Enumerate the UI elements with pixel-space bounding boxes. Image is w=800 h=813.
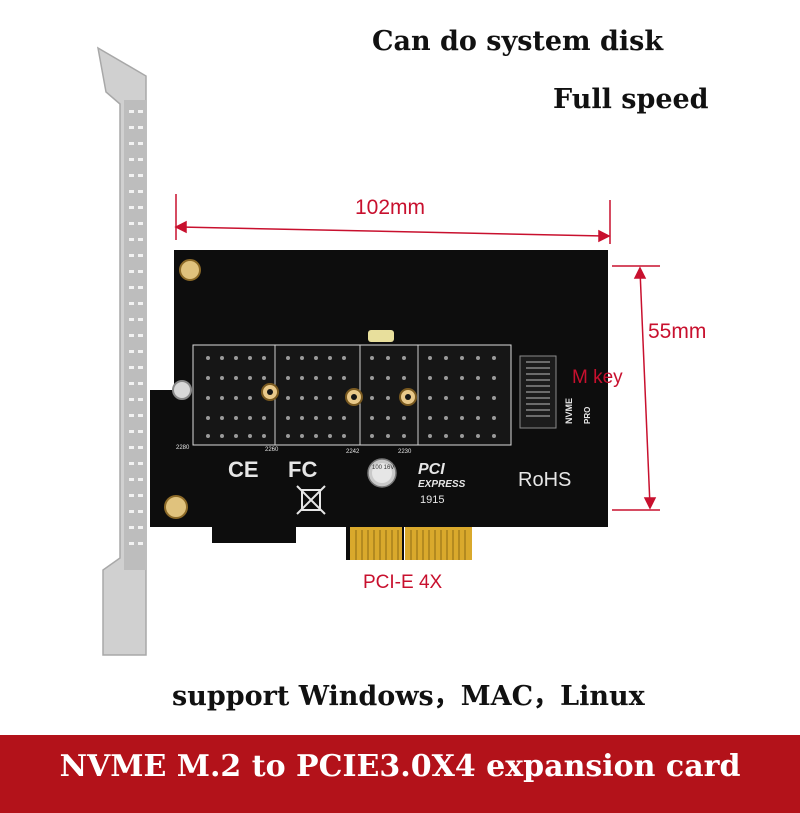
size-2230-label: 2230 — [398, 449, 412, 455]
m-key-label: M key — [572, 367, 623, 388]
m2-standoff-holes — [261, 383, 417, 406]
date-code: 1915 — [420, 494, 444, 506]
pcb-board — [150, 250, 608, 560]
fc-mark: FC — [288, 457, 317, 482]
width-dimension-label: 102mm — [355, 196, 426, 219]
os-support-line: support Windows，MAC，Linux — [172, 681, 645, 712]
via-dots — [206, 356, 496, 438]
led-indicator — [368, 330, 394, 342]
nvme-logo-text: NVME — [564, 398, 574, 424]
width-dimension-line — [174, 194, 611, 244]
pcie-4x-label: PCI-E 4X — [363, 572, 443, 593]
weee-bin-icon — [296, 485, 326, 515]
height-dimension-line — [612, 265, 660, 511]
headline-full-speed: Full speed — [553, 84, 709, 115]
rohs-mark: RoHS — [518, 469, 571, 491]
pci-logo-text: PCI — [418, 461, 445, 478]
size-2260-label: 2260 — [265, 447, 279, 453]
title-banner: NVME M.2 to PCIE3.0X4 expansion card — [0, 735, 800, 813]
ce-mark: CE — [228, 457, 259, 482]
size-2280-label: 2280 — [176, 445, 190, 451]
gold-fingers — [350, 527, 472, 560]
express-logo-text: EXPRESS — [418, 479, 466, 490]
capacitor — [367, 458, 397, 488]
pro-logo-text: PRO — [583, 407, 592, 424]
banner-title: NVME M.2 to PCIE3.0X4 expansion card — [59, 749, 741, 784]
mounting-screws — [164, 259, 201, 519]
headline-system-disk: Can do system disk — [372, 26, 664, 57]
height-dimension-label: 55mm — [648, 320, 707, 343]
mounting-bracket — [96, 46, 147, 656]
capacitor-value: 100 16V — [372, 465, 394, 471]
size-2242-label: 2242 — [346, 449, 360, 455]
